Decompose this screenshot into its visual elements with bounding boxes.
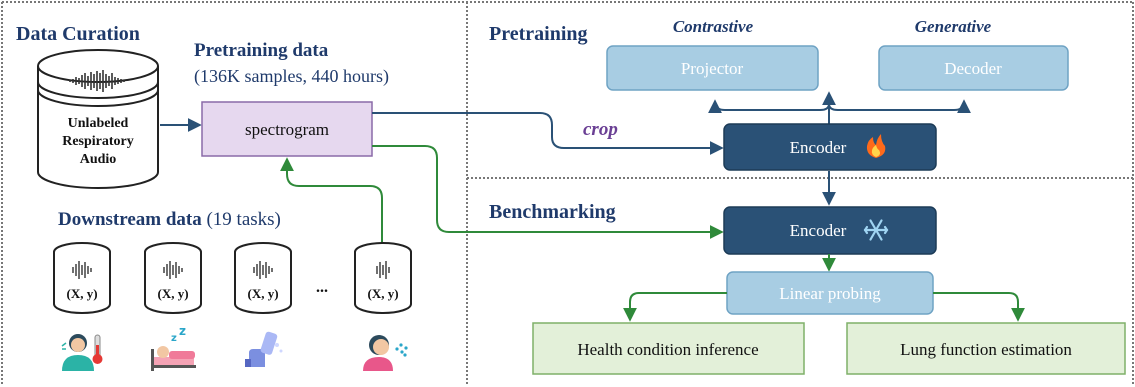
crop-label: crop <box>583 119 618 140</box>
benchmarking-title: Benchmarking <box>489 201 616 223</box>
unlabeled-label-line2: Respiratory <box>62 134 134 149</box>
encoder-to-heads-arrows <box>708 91 971 124</box>
svg-text:Projector: Projector <box>681 59 744 78</box>
svg-text:Decoder: Decoder <box>944 59 1002 78</box>
svg-text:(X, y): (X, y) <box>157 286 188 301</box>
waveform-icon <box>72 261 390 279</box>
encoder-frozen-box: Encoder <box>723 206 937 255</box>
svg-text:z: z <box>171 333 177 344</box>
pretraining-data-title: Pretraining data <box>194 40 329 61</box>
svg-text:Linear probing: Linear probing <box>779 284 881 303</box>
linear-probing-box: Linear probing <box>726 271 934 315</box>
waveform-icon <box>69 70 125 92</box>
svg-text:(X, y): (X, y) <box>247 286 278 301</box>
svg-text:(X, y): (X, y) <box>66 286 97 301</box>
snowflake-icon <box>863 219 889 241</box>
downstream-to-spectrogram-arrow <box>280 157 383 250</box>
fever-person-icon <box>61 334 103 371</box>
spectrogram-to-encoder-arrow <box>372 112 724 155</box>
coughing-person-icon <box>363 335 408 371</box>
downstream-title: Downstream data (19 tasks) <box>58 209 281 230</box>
spectrogram-to-frozen-encoder-arrow <box>372 145 724 239</box>
fire-icon <box>866 134 886 158</box>
encoder-pretrain-label: Encoder <box>790 138 847 157</box>
pretraining-title: Pretraining <box>489 23 588 45</box>
spectrogram-box: spectrogram <box>201 101 373 157</box>
downstream-db-3: (X, y) <box>234 242 292 314</box>
decoder-box: Decoder <box>878 45 1069 91</box>
unlabeled-label-line3: Audio <box>80 152 117 167</box>
projector-box: Projector <box>606 45 819 91</box>
downstream-db-2: (X, y) <box>144 242 202 314</box>
inhaler-icon <box>245 331 283 367</box>
unlabeled-database: Unlabeled Respiratory Audio <box>37 49 159 189</box>
sleeping-person-icon: z z <box>151 324 196 371</box>
data-curation-title: Data Curation <box>16 23 140 45</box>
health-condition-box: Health condition inference <box>532 322 805 375</box>
downstream-db-1: (X, y) <box>53 242 111 314</box>
svg-text:Health condition inference: Health condition inference <box>577 340 758 359</box>
downstream-db-4: (X, y) <box>354 242 412 314</box>
spectrogram-label: spectrogram <box>245 120 329 139</box>
downstream-ellipsis: ... <box>316 279 328 296</box>
svg-text:Lung function estimation: Lung function estimation <box>900 340 1072 359</box>
probing-to-health-arrow <box>623 292 727 322</box>
contrastive-label: Contrastive <box>673 17 754 36</box>
lung-function-box: Lung function estimation <box>846 322 1126 375</box>
encoder-frozen-label: Encoder <box>790 221 847 240</box>
svg-text:(X, y): (X, y) <box>367 286 398 301</box>
encoder-pretrain-box: Encoder <box>723 123 937 171</box>
unlabeled-label-line1: Unlabeled <box>68 116 129 131</box>
generative-label: Generative <box>915 17 992 36</box>
pretraining-data-subtitle: (136K samples, 440 hours) <box>194 66 389 87</box>
probing-to-lung-arrow <box>933 292 1025 322</box>
svg-text:z: z <box>179 324 186 338</box>
